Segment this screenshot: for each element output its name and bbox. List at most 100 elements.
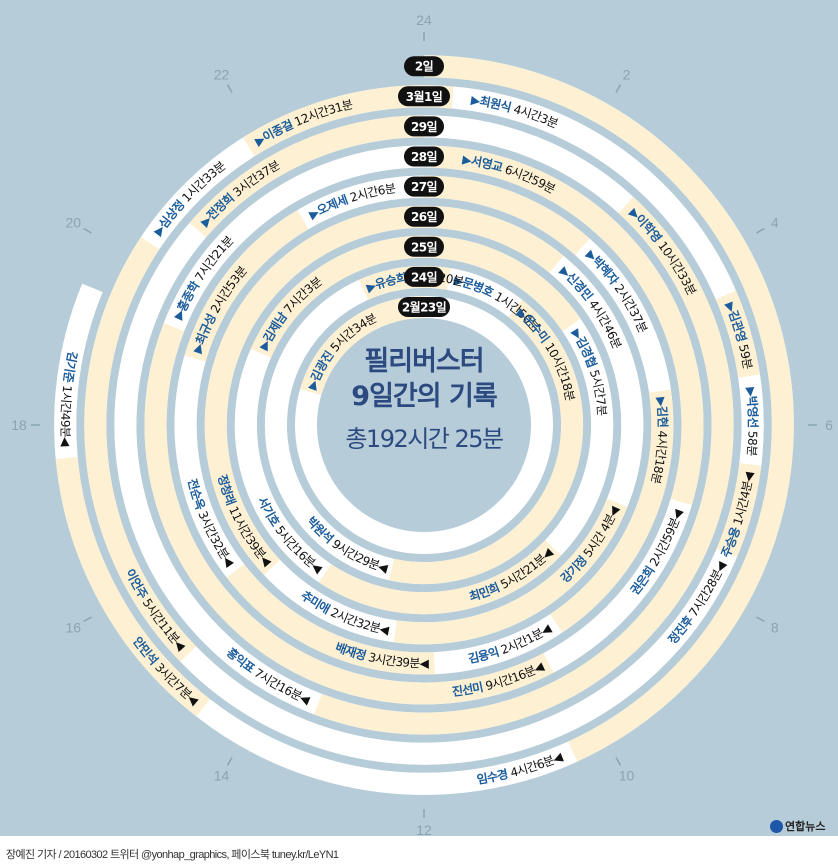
speaker-segment: [447, 268, 522, 317]
start-marker-icon: ◀: [420, 656, 430, 670]
hour-tick-label: 24: [416, 12, 432, 28]
hour-tick-label: 16: [65, 620, 81, 636]
speaker-segment: [184, 210, 309, 362]
hour-tick-label: 20: [65, 215, 81, 231]
speaker-segment: [234, 350, 330, 582]
speaker-segment: [144, 323, 554, 705]
day-pill-label: 25일: [411, 240, 437, 254]
start-marker-icon: ▶: [654, 397, 669, 408]
speaker-name: 박영선: [744, 395, 760, 428]
speaker-segment: [550, 256, 644, 506]
title-line-1: 필리버스터: [364, 346, 483, 377]
speaker-label: ▶박영선 58분: [744, 387, 761, 457]
speaker-segments: [54, 55, 794, 795]
day-pill-label: 27일: [411, 180, 437, 194]
day-pill-label: 29일: [411, 120, 437, 134]
speaker-segment: [204, 205, 425, 575]
speaker-label: 김기준 1시간49분◀: [58, 350, 80, 447]
hour-tick-mark: [226, 84, 233, 93]
hour-tick-mark: [83, 616, 92, 623]
center-title: 필리버스터 9일간의 기록 총192시간 25분: [345, 346, 504, 453]
speaker-segment: [189, 115, 425, 238]
speaker-segment: [174, 357, 244, 576]
speaker-segment: [314, 196, 734, 735]
credit-line: 장예진 기자 / 20160302 트위터 @yonhap_graphics, …: [6, 849, 339, 861]
speaker-segment: [226, 564, 435, 675]
hour-tick-mark: [226, 757, 233, 766]
day-pill: 2일: [404, 56, 444, 77]
day-pill: 2월23일: [398, 297, 450, 317]
hour-tick-label: 2: [623, 66, 631, 82]
speaker-duration: 1시간49분: [58, 381, 75, 438]
speaker-segment: [550, 389, 674, 633]
speaker-segment: [715, 290, 760, 378]
day-pill: 27일: [404, 176, 444, 197]
day-pill-label: 2월23일: [402, 300, 447, 315]
speaker-duration: 58분: [744, 428, 759, 457]
day-pill-label: 26일: [411, 210, 437, 224]
speaker-segment: [423, 235, 581, 332]
speaker-segment: [84, 237, 197, 662]
speaker-segment: [432, 145, 704, 506]
day-pills: 2월23일 24일 25일 26일 27일 28일 29일 3월1일 2일: [398, 56, 450, 317]
speaker-segment: [54, 283, 103, 456]
day-pill-label: 2일: [415, 60, 434, 74]
hour-tick-label: 18: [11, 417, 27, 433]
hour-tick-label: 12: [416, 822, 432, 836]
speaker-segment: [198, 700, 575, 795]
hour-tick-label: 6: [825, 417, 833, 433]
hour-tick-label: 22: [214, 66, 230, 82]
day-pill-label: 24일: [411, 270, 437, 284]
hour-tick-mark: [615, 84, 622, 93]
hour-tick-label: 8: [771, 620, 779, 636]
speaker-duration: 59분: [735, 339, 755, 370]
total-duration: 총192시간 25분: [345, 425, 503, 453]
day-pill: 3월1일: [398, 86, 450, 107]
day-pill: 29일: [404, 116, 444, 137]
hour-tick-mark: [615, 757, 622, 766]
speaker-segment: [435, 615, 561, 675]
start-marker-icon: ▶: [744, 387, 759, 398]
speaker-segment: [318, 540, 562, 615]
speaker-segment: [576, 239, 671, 391]
speaker-name: 진선미: [451, 679, 484, 699]
speaker-segment: [164, 145, 425, 330]
speaker-segment: [114, 224, 320, 714]
speaker-segment: [142, 139, 253, 248]
hour-tick-label: 14: [214, 768, 230, 784]
yonhap-logo-icon: [770, 819, 783, 833]
logo-text: 연합뉴스: [785, 820, 826, 833]
speaker-segment: [264, 280, 393, 580]
speaker-name: 임수경: [476, 767, 509, 787]
yonhap-logo: 연합뉴스: [770, 818, 825, 834]
speaker-segment: [454, 86, 735, 297]
hour-tick-label: 10: [619, 768, 635, 784]
day-pill: 26일: [404, 206, 444, 227]
title-line-2: 9일간의 기록: [351, 381, 497, 412]
speaker-segment: [182, 550, 736, 765]
speaker-segment: [423, 55, 794, 762]
speaker-segment: [545, 500, 692, 672]
hour-tick-mark: [756, 616, 765, 623]
day-pill: 28일: [404, 146, 444, 167]
day-pill-label: 28일: [411, 150, 437, 164]
day-pill: 24일: [404, 266, 444, 287]
day-pill: 25일: [404, 236, 444, 257]
speaker-segment: [55, 456, 210, 717]
start-marker-icon: ◀: [58, 437, 72, 448]
speaker-segment: [738, 377, 764, 463]
hour-tick-mark: [756, 227, 765, 234]
hour-tick-label: 4: [771, 215, 779, 231]
speaker-segment: [250, 235, 425, 358]
hour-tick-mark: [83, 227, 92, 234]
day-pill-label: 3월1일: [406, 89, 443, 104]
speaker-segment: [389, 299, 584, 585]
speaker-segment: [265, 560, 396, 642]
speaker-segment: [393, 498, 628, 645]
speaker-segment: [716, 462, 762, 558]
speaker-segment: [546, 320, 614, 555]
speaker-segment: [423, 115, 632, 212]
